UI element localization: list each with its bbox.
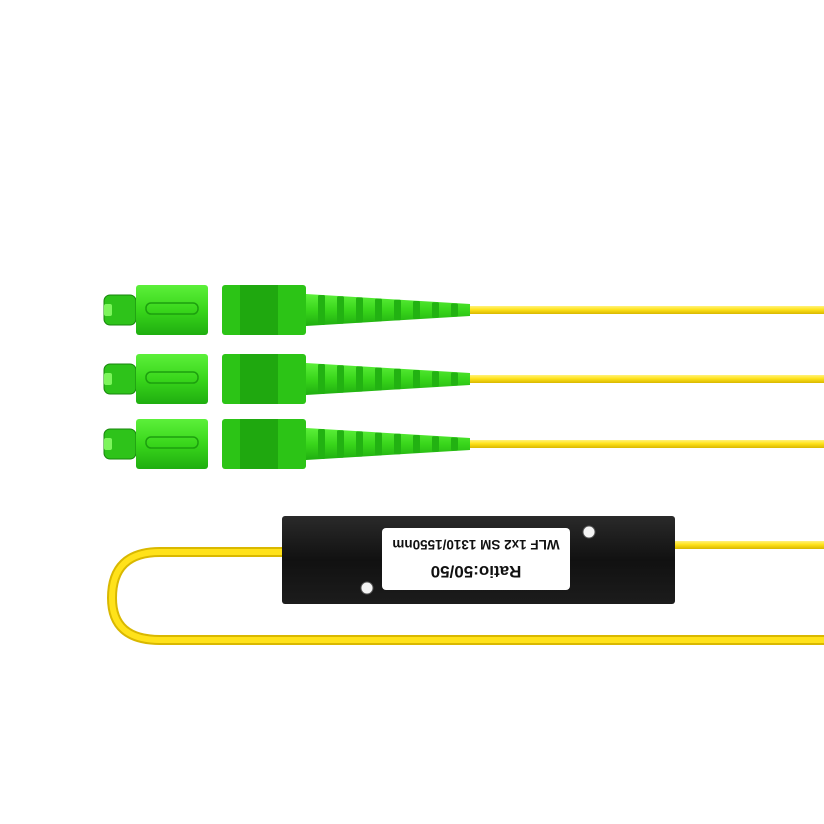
grip-shadow	[240, 419, 278, 469]
boot-rib	[451, 372, 458, 386]
ferrule-tip	[104, 304, 112, 316]
boot-rib	[318, 429, 325, 459]
boot-rib	[318, 295, 325, 325]
module-label-ratio: Ratio:50/50	[431, 562, 522, 581]
boot-rib	[394, 433, 401, 455]
strain-relief-boot	[306, 363, 470, 395]
boot-rib	[375, 298, 382, 322]
key-marker	[212, 294, 219, 326]
sc-apc-connector-icon	[103, 285, 470, 335]
strain-relief-boot	[306, 294, 470, 326]
housing-slot	[145, 371, 199, 384]
grip-shadow	[240, 354, 278, 404]
grip-shadow	[240, 285, 278, 335]
splitter-output-fiber	[672, 541, 824, 549]
boot-rib	[451, 303, 458, 317]
connector-housing	[136, 419, 208, 469]
boot-rib	[337, 365, 344, 393]
patch-fibers	[470, 306, 824, 448]
key-marker	[212, 428, 219, 460]
boot-rib	[318, 364, 325, 394]
boot-rib	[375, 432, 382, 456]
key-marker	[212, 363, 219, 395]
boot-rib	[432, 302, 439, 318]
ferrule-tip	[104, 373, 112, 385]
module-label	[382, 528, 570, 590]
boot-rib	[413, 301, 420, 319]
fiber-cable-2	[470, 375, 824, 383]
boot-rib	[432, 436, 439, 452]
boot-rib	[337, 296, 344, 324]
boot-rib	[356, 431, 363, 457]
boot-rib	[413, 370, 420, 388]
sc-apc-connector-icon	[103, 419, 470, 469]
module-label-spec: WLF 1x2 SM 1310/1550nm	[392, 537, 559, 552]
boot-rib	[356, 366, 363, 392]
boot-rib	[394, 368, 401, 390]
boot-rib	[432, 371, 439, 387]
mounting-hole-right	[582, 525, 596, 539]
connector-housing	[136, 285, 208, 335]
sc-apc-connector-icon	[103, 354, 470, 404]
mounting-hole-left	[360, 581, 374, 595]
strain-relief-boot	[306, 428, 470, 460]
connector-housing	[136, 354, 208, 404]
splitter-module: Ratio:50/50 WLF 1x2 SM 1310/1550nm	[282, 516, 675, 604]
boot-rib	[337, 430, 344, 458]
boot-rib	[356, 297, 363, 323]
housing-slot	[145, 302, 199, 315]
splitter-fiber-loop	[106, 541, 824, 645]
fiber-cable-3	[470, 440, 824, 448]
boot-rib	[375, 367, 382, 391]
ferrule-tip	[104, 438, 112, 450]
housing-slot	[145, 436, 199, 449]
boot-rib	[413, 435, 420, 453]
boot-rib	[451, 437, 458, 451]
boot-rib	[394, 299, 401, 321]
connector-group	[103, 285, 470, 469]
fiber-cable-1	[470, 306, 824, 314]
